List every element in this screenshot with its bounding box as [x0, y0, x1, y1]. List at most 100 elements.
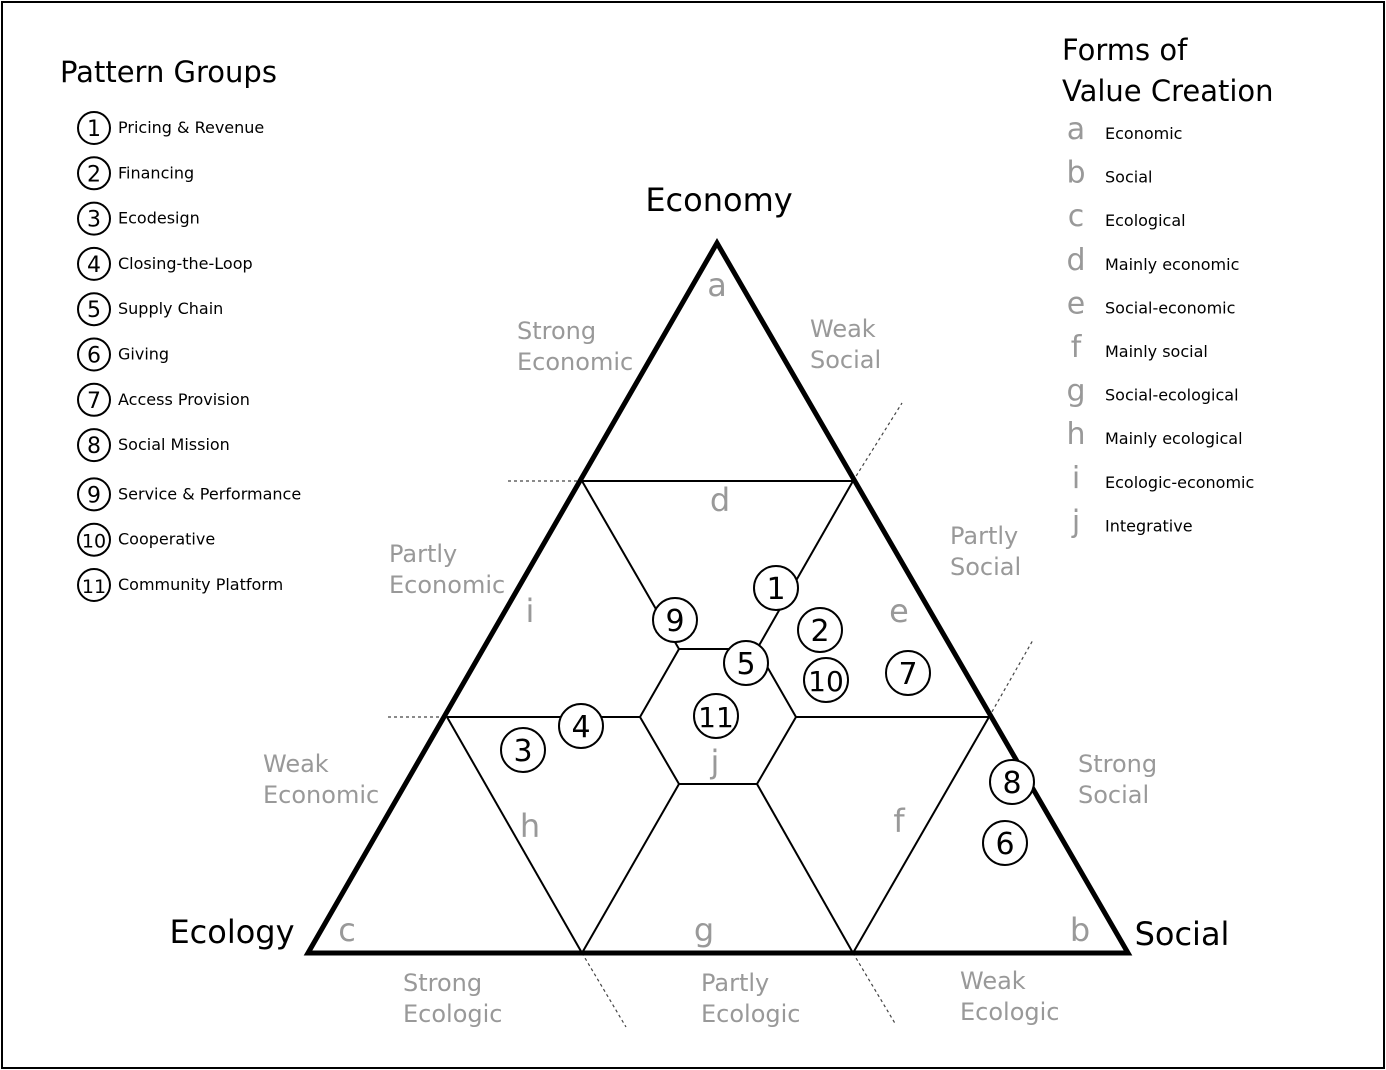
pattern-marker-4: 4	[558, 703, 604, 749]
vertex-social: Social	[1135, 915, 1230, 953]
pattern-number-circle	[77, 428, 111, 463]
marker-circle	[797, 607, 843, 653]
region-letter-g: g	[694, 911, 714, 949]
marker-number: 1	[766, 572, 785, 607]
value-label: Ecological	[1105, 211, 1186, 230]
pattern-number-circle	[77, 292, 111, 327]
region-letter-j: j	[710, 743, 720, 781]
pattern-number-circle	[77, 156, 111, 191]
marker-number: 3	[513, 734, 532, 769]
marker-circle	[982, 820, 1028, 866]
pattern-label: Service & Performance	[118, 484, 301, 503]
pattern-label: Community Platform	[118, 575, 283, 594]
pattern-marker-5: 5	[723, 640, 769, 686]
pattern-group-item: 9 Service & Performance	[77, 477, 301, 512]
pattern-group-item: 8 Social Mission	[77, 428, 230, 463]
region-letter-d: d	[710, 481, 730, 519]
value-label: Economic	[1105, 124, 1182, 143]
pattern-group-item: 11 Community Platform	[77, 568, 283, 602]
marker-number: 4	[571, 710, 590, 745]
pattern-number-circle	[77, 201, 111, 236]
marker-circle	[500, 727, 546, 773]
marker-circle	[803, 657, 849, 703]
zone-boundary-dashes	[388, 402, 1034, 1028]
pattern-number: 2	[87, 162, 101, 187]
pattern-number: 4	[87, 253, 101, 278]
value-letter: g	[1066, 374, 1085, 409]
pattern-label: Giving	[118, 345, 169, 364]
value-label: Social	[1105, 168, 1152, 187]
region-letter-c: c	[338, 911, 356, 949]
pattern-marker-3: 3	[500, 727, 546, 773]
marker-circle	[753, 565, 799, 611]
pattern-marker-9: 9	[652, 597, 698, 643]
value-letter: a	[1067, 112, 1085, 147]
outer-triangle	[303, 238, 1133, 956]
value-letter: b	[1066, 156, 1085, 191]
pattern-number-circle	[77, 477, 111, 512]
pattern-number-circle	[77, 522, 111, 557]
value-label: Mainly social	[1105, 342, 1208, 361]
pattern-label: Social Mission	[118, 435, 230, 454]
pattern-groups-title: Pattern Groups	[60, 55, 277, 89]
marker-circle	[989, 759, 1035, 805]
value-letter: c	[1068, 199, 1085, 234]
pattern-number: 11	[82, 576, 106, 598]
pattern-number: 7	[87, 389, 101, 414]
region-letter-a: a	[707, 266, 727, 304]
value-letter: h	[1066, 417, 1085, 452]
pattern-marker-2: 2	[797, 607, 843, 653]
marker-number: 5	[736, 647, 755, 682]
value-label: Integrative	[1105, 516, 1193, 535]
value-creation-item: a Economic	[1067, 112, 1183, 147]
value-label: Mainly economic	[1105, 255, 1239, 274]
marker-number: 10	[808, 665, 844, 698]
marker-number: 2	[810, 614, 829, 649]
pattern-number-circle	[77, 337, 111, 372]
pattern-number: 1	[87, 117, 101, 142]
value-letter: j	[1071, 504, 1080, 539]
pattern-label: Cooperative	[118, 530, 215, 549]
pattern-number-circle	[77, 568, 111, 602]
pattern-number-circle	[77, 382, 111, 417]
pattern-group-item: 2 Financing	[77, 156, 194, 191]
marker-number: 8	[1002, 766, 1021, 801]
pattern-number: 6	[87, 344, 101, 369]
pattern-number: 9	[87, 483, 101, 508]
pattern-marker-8: 8	[989, 759, 1035, 805]
value-label: Ecologic-economic	[1105, 473, 1254, 492]
region-letter-e: e	[889, 592, 909, 630]
pattern-label: Supply Chain	[118, 299, 223, 318]
marker-number: 11	[698, 701, 734, 734]
marker-circle	[885, 650, 931, 696]
pattern-label: Ecodesign	[118, 209, 200, 228]
value-creation-item: c Ecological	[1068, 199, 1186, 234]
marker-circle	[652, 597, 698, 643]
pattern-number: 8	[87, 434, 101, 459]
value-label: Social-economic	[1105, 298, 1235, 317]
pattern-marker-11: 11	[693, 693, 739, 739]
marker-circle	[723, 640, 769, 686]
pattern-label: Financing	[118, 163, 194, 182]
value-letter: f	[1071, 330, 1083, 365]
pattern-marker-6: 6	[982, 820, 1028, 866]
